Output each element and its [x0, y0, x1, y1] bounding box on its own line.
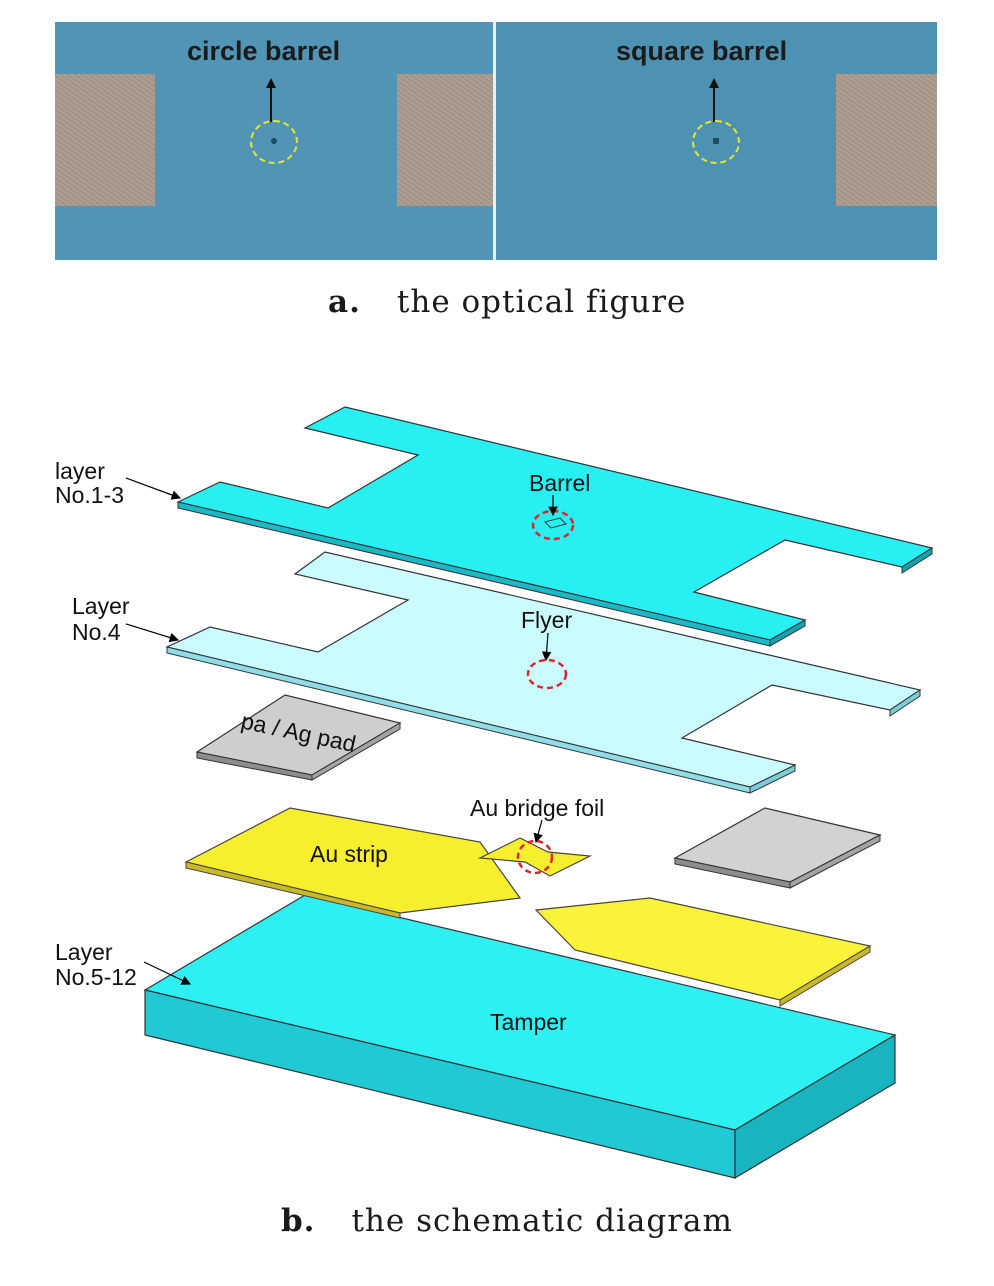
panel-divider: [493, 22, 496, 260]
layer-5-12-label-line1: Layer: [55, 939, 113, 965]
layer-4-arrow: [125, 623, 180, 643]
foil-arrow: [533, 819, 543, 844]
caption-a-letter: a.: [328, 284, 361, 320]
layer-4-label-line2: No.4: [72, 619, 121, 645]
caption-b-letter: b.: [281, 1203, 316, 1239]
circle-barrel-panel: circle barrel: [55, 22, 493, 260]
layer-1-3-arrow: [125, 477, 182, 500]
arrow-shaft: [270, 86, 272, 122]
square-barrel-marker: [692, 120, 740, 164]
right-pad: [397, 74, 493, 206]
au-bridge-foil-label: Au bridge foil: [470, 795, 604, 821]
au-strip-right: [534, 897, 872, 1007]
circle-barrel-label: circle barrel: [187, 36, 341, 66]
grey-pad-left: [195, 694, 402, 781]
caption-b-text: the schematic diagram: [351, 1203, 733, 1239]
square-barrel-panel: square barrel: [496, 22, 937, 260]
au-bridge-foil: [477, 837, 593, 877]
layer-1-3-label-line1: layer: [55, 458, 105, 484]
barrel-label: Barrel: [529, 470, 590, 496]
optical-photo: circle barrel square barrel: [55, 22, 937, 260]
layer-5-12-arrow: [143, 961, 192, 985]
flyer-layer: [165, 551, 922, 794]
caption-a-text: the optical figure: [396, 284, 687, 320]
flyer-arrow: [541, 632, 552, 662]
foil-marker: [516, 839, 554, 875]
square-barrel-hole: [713, 138, 719, 144]
left-pad: [55, 74, 155, 206]
flyer-marker: [526, 658, 568, 690]
arrow-shaft: [713, 86, 715, 122]
arrow-up-icon: [709, 78, 719, 88]
circle-barrel-hole: [271, 138, 277, 144]
barrel-layer: [176, 406, 934, 647]
au-strip-label: Au strip: [310, 841, 388, 867]
circle-barrel-marker: [250, 120, 298, 164]
au-strip-left: [184, 807, 522, 919]
tamper-block: [143, 894, 897, 1180]
grey-pad-right: [673, 807, 882, 889]
caption-a: a. the optical figure: [328, 284, 686, 320]
layer-1-3-label-line2: No.1-3: [55, 482, 124, 508]
barrel-hole: [544, 517, 567, 529]
right-panel-pad: [836, 74, 937, 206]
layer-4-label-line1: Layer: [72, 593, 130, 619]
caption-b: b. the schematic diagram: [281, 1203, 733, 1239]
layer-5-12-label-line2: No.5-12: [55, 964, 137, 990]
tamper-label: Tamper: [490, 1009, 567, 1035]
flyer-label: Flyer: [521, 607, 572, 633]
arrow-up-icon: [266, 78, 276, 88]
square-barrel-label: square barrel: [616, 36, 788, 66]
